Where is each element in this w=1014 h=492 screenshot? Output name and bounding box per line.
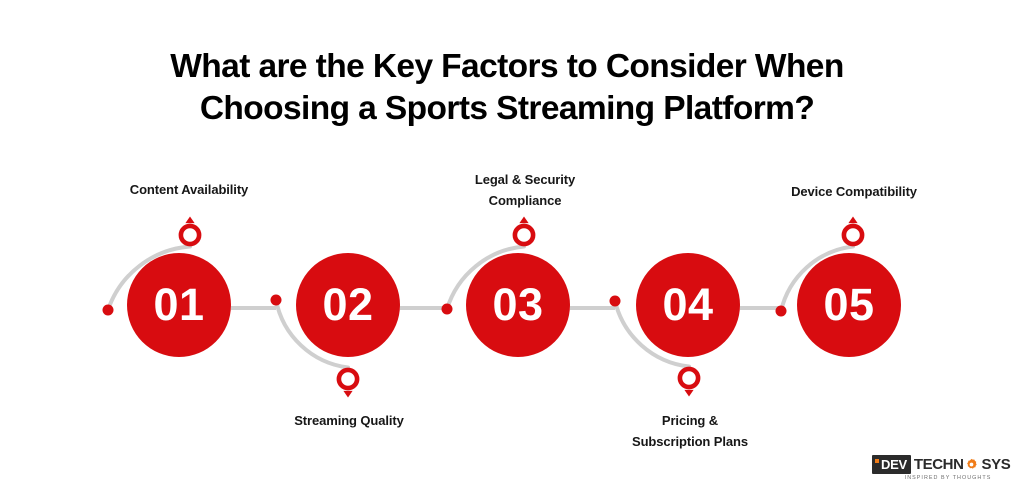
page-title: What are the Key Factors to Consider Whe… bbox=[0, 46, 1014, 130]
step-label-line-2: Compliance bbox=[488, 193, 562, 208]
step-label-line-1: Content Availability bbox=[129, 182, 249, 197]
arc-end-dot bbox=[441, 303, 453, 315]
gear-icon bbox=[966, 458, 977, 469]
step-label-line-1: Streaming Quality bbox=[294, 413, 404, 428]
arc-end-dot bbox=[270, 294, 282, 306]
step-circle-01[interactable] bbox=[127, 253, 231, 357]
step-marker-pointer bbox=[684, 389, 694, 397]
step-arc bbox=[445, 244, 526, 311]
step-arc bbox=[106, 244, 192, 312]
step-marker-ring bbox=[336, 367, 360, 391]
step-number-05: 05 bbox=[823, 279, 875, 330]
step-marker-ring bbox=[178, 223, 202, 247]
page-title-line-2: Choosing a Sports Streaming Platform? bbox=[199, 90, 815, 127]
step-label-02: Streaming Quality bbox=[244, 410, 454, 431]
step-marker-ring bbox=[512, 223, 536, 247]
arc-end-dot bbox=[775, 305, 787, 317]
logo-dev-badge: DEV bbox=[872, 455, 911, 474]
step-markers bbox=[178, 216, 865, 398]
step-arc bbox=[274, 298, 350, 370]
step-label-01: Content Availability bbox=[84, 179, 294, 200]
step-marker-pointer bbox=[519, 216, 529, 224]
step-marker-pointer bbox=[343, 390, 353, 398]
logo-tagline: INSPIRED BY THOUGHTS bbox=[904, 475, 992, 481]
step-label-line-2: Subscription Plans bbox=[632, 434, 748, 449]
step-arc bbox=[779, 244, 855, 313]
step-label-04: Pricing & Subscription Plans bbox=[585, 410, 795, 452]
step-label-line-1: Device Compatibility bbox=[791, 184, 917, 199]
step-label-line-1: Legal & Security bbox=[474, 172, 576, 187]
step-marker-pointer bbox=[848, 216, 858, 224]
step-number-01: 01 bbox=[153, 279, 205, 330]
step-arc bbox=[613, 299, 691, 369]
step-circle-03[interactable] bbox=[466, 253, 570, 357]
devtechnosys-logo[interactable]: DEV TECHN SYS INSPIRED BY THOUGHTS bbox=[872, 455, 1011, 483]
step-circle-04[interactable] bbox=[636, 253, 740, 357]
step-circle-05[interactable] bbox=[797, 253, 901, 357]
step-number-03: 03 bbox=[492, 279, 544, 330]
step-number-04: 04 bbox=[662, 279, 714, 330]
step-number-02: 02 bbox=[322, 279, 374, 330]
logo-techn-text: TECHN bbox=[913, 456, 964, 473]
arc-end-dot bbox=[609, 295, 621, 307]
logo-wordmark: DEV TECHN SYS bbox=[872, 455, 1011, 475]
step-marker-ring bbox=[841, 223, 865, 247]
step-label-05: Device Compatibility bbox=[749, 181, 959, 202]
logo-sys-text: SYS bbox=[981, 456, 1011, 473]
step-circles bbox=[127, 253, 901, 357]
step-marker-pointer bbox=[185, 216, 195, 224]
step-arcs bbox=[102, 244, 855, 370]
step-circle-02[interactable] bbox=[296, 253, 400, 357]
page-title-line-1: What are the Key Factors to Consider Whe… bbox=[170, 48, 844, 85]
arc-end-dot bbox=[102, 304, 114, 316]
step-label-line-1: Pricing & bbox=[661, 413, 719, 428]
step-marker-ring bbox=[677, 366, 701, 390]
